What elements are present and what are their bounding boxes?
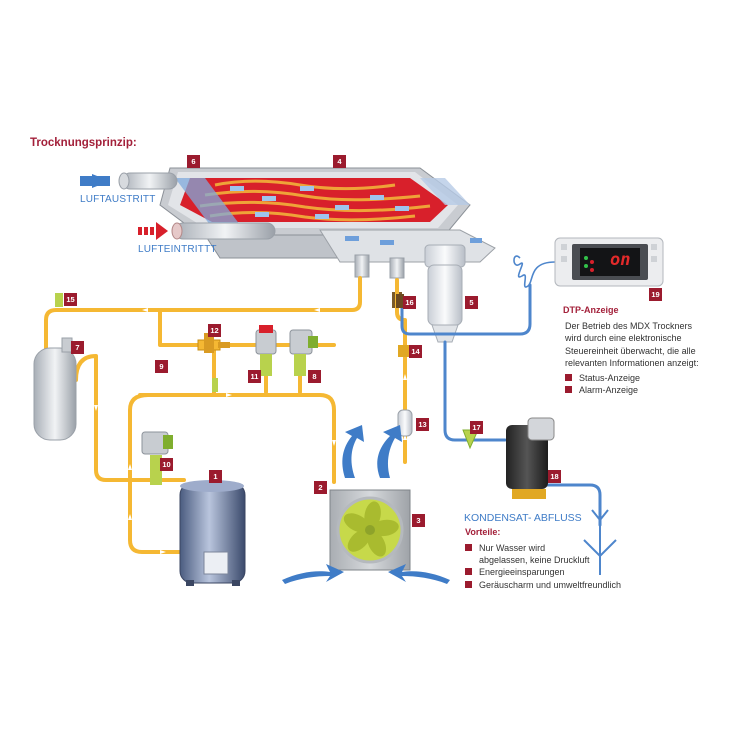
heat-exchanger	[159, 167, 496, 263]
compressor	[179, 480, 246, 586]
bullet-square-icon	[465, 568, 472, 576]
liquid-receiver	[33, 337, 77, 441]
display-screen-text: on	[610, 250, 631, 270]
dtp-line: Steuereinheit überwacht, die alle	[565, 345, 696, 356]
advantages-heading: Vorteile:	[465, 527, 501, 537]
condenser-fan	[329, 489, 411, 571]
dtp-display	[554, 237, 664, 287]
dtp-description: Der Betrieb des MDX Trockners wird durch…	[565, 320, 699, 370]
badge-4: 4	[333, 155, 346, 168]
bullet-square-icon	[465, 544, 472, 551]
badge-1: 1	[209, 470, 222, 483]
badge-17: 17	[470, 421, 483, 434]
advantages-list: Nur Wasser wird abgelassen, keine Druckl…	[465, 542, 621, 591]
bullet-square-icon	[565, 386, 572, 394]
bullet-square-icon	[465, 580, 472, 588]
badge-19: 19	[649, 288, 662, 301]
condensate-piping	[400, 283, 602, 527]
badge-9: 9	[155, 360, 168, 373]
page-title: Trocknungsprinzip:	[30, 137, 137, 149]
condensate-separator	[424, 244, 466, 343]
badge-10: 10	[160, 458, 173, 471]
badge-11: 11	[248, 370, 261, 383]
badge-13: 13	[416, 418, 429, 431]
list-item: Status-Anzeige	[565, 372, 640, 384]
list-item: Geräuscharm und umweltfreundlich	[465, 579, 621, 591]
dtp-line: wird durch eine elektronische	[565, 333, 682, 344]
bullet-square-icon	[565, 374, 572, 381]
fan-airflow	[282, 425, 450, 584]
badge-18: 18	[548, 470, 561, 483]
badge-3: 3	[412, 514, 425, 527]
badge-15: 15	[64, 293, 77, 306]
badge-16: 16	[403, 296, 416, 309]
dtp-heading: DTP-Anzeige	[563, 305, 619, 315]
list-item: Energieeinsparungen	[465, 566, 621, 578]
dtp-bullets: Status-Anzeige Alarm-Anzeige	[565, 372, 640, 396]
dtp-line: relevanten Informationen anzeigt:	[565, 358, 699, 369]
list-item: Alarm-Anzeige	[565, 384, 640, 396]
badge-8: 8	[308, 370, 321, 383]
air-inlet-label: LUFTEINTRITTT	[138, 244, 217, 255]
air-outlet-label: LUFTAUSTRITT	[80, 194, 156, 205]
badge-2: 2	[314, 481, 327, 494]
dtp-line: Der Betrieb des MDX Trockners	[565, 321, 693, 331]
condensate-drain-label: KONDENSAT- ABFLUSS	[464, 512, 582, 524]
drain-funnel	[583, 509, 617, 575]
list-item: Nur Wasser wird abgelassen, keine Druckl…	[465, 542, 621, 566]
badge-14: 14	[409, 345, 422, 358]
air-pipes	[118, 172, 276, 240]
valves	[55, 293, 479, 485]
badge-7: 7	[71, 341, 84, 354]
badge-5: 5	[465, 296, 478, 309]
badge-12: 12	[208, 324, 221, 337]
sensor-coil	[513, 255, 556, 288]
badge-6: 6	[187, 155, 200, 168]
condensate-drain	[506, 417, 555, 499]
inlet-arrow	[138, 222, 168, 240]
